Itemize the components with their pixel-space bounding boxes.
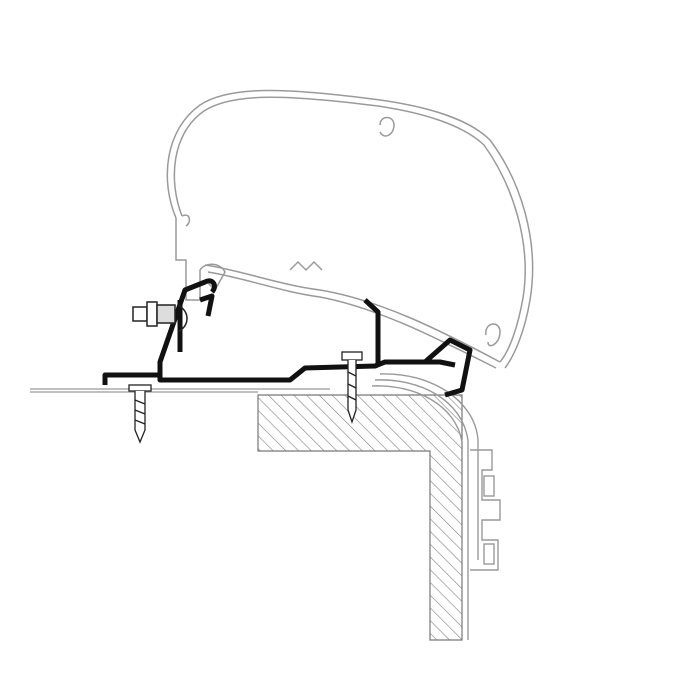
roof-line [30,388,330,393]
adapter-rail [102,278,473,398]
bolt [132,301,188,333]
awning-housing [166,89,534,369]
wall-hatched-section [257,394,463,641]
screw-right [341,351,363,425]
screw-left [128,384,152,444]
